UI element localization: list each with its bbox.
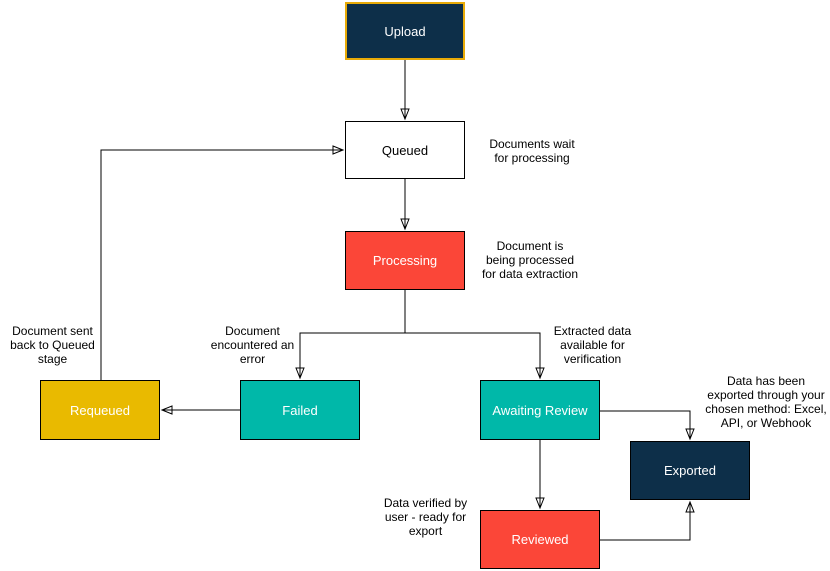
annotation-failed: Document encountered an error [210,324,295,366]
node-failed: Failed [240,380,360,440]
annotation-awaiting: Extracted data available for verificatio… [553,324,632,366]
node-upload: Upload [345,2,465,60]
arrow-awaiting-to-exported [600,410,695,441]
node-reviewed: Reviewed [480,510,600,569]
node-exported-label: Exported [663,463,717,478]
node-requeued: Requeued [40,380,160,440]
node-exported: Exported [630,441,750,500]
annotation-reviewed: Data verified by user - ready for export [383,496,468,538]
node-awaiting-review: Awaiting Review [480,380,600,440]
node-upload-label: Upload [384,23,426,39]
node-reviewed-label: Reviewed [511,532,569,547]
node-failed-label: Failed [282,402,318,418]
connector-processing-branch [299,290,541,334]
annotation-exported: Data has been exported through your chos… [705,374,827,430]
node-requeued-label: Requeued [70,402,130,418]
annotation-requeued: Document sent back to Queued stage [10,324,95,366]
node-processing-label: Processing [372,253,438,268]
node-queued: Queued [345,121,465,179]
arrow-requeued-to-queued [100,145,345,380]
node-queued-label: Queued [381,142,429,158]
node-awaiting-review-label: Awaiting Review [492,402,588,418]
node-processing: Processing [345,231,465,290]
annotation-processing: Document is being processed for data ext… [481,239,579,281]
annotation-queued: Documents wait for processing [489,137,575,165]
arrow-reviewed-to-exported [600,500,695,541]
